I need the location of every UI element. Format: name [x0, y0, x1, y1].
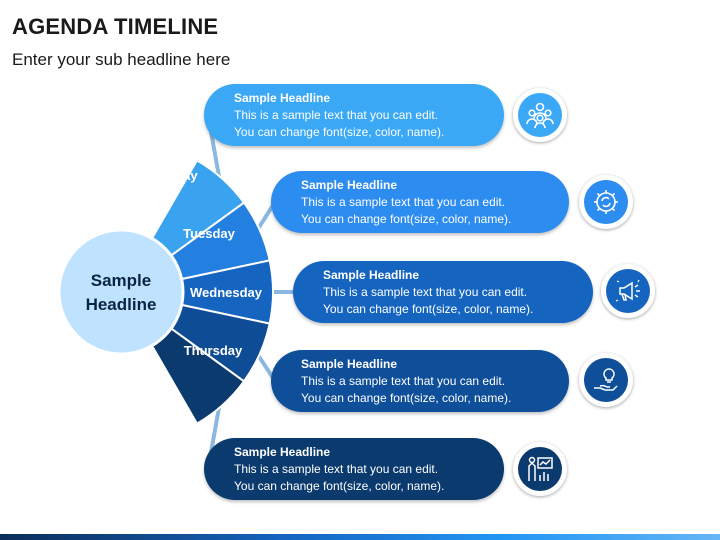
bottom-gradient-bar: [0, 534, 720, 540]
agenda-card-3: Sample Headline This is a sample text th…: [293, 261, 593, 323]
day-labels: Monday Tuesday Wednesday Thursday Friday: [146, 168, 262, 413]
team-icon: [518, 93, 562, 137]
day-label-friday: Friday: [146, 398, 186, 413]
day-label-thursday: Thursday: [184, 343, 243, 358]
icon-badge-4: [579, 353, 633, 407]
icon-badge-3: [601, 264, 655, 318]
megaphone-icon: [606, 269, 650, 313]
card-text-line1: This is a sample text that you can edit.: [234, 462, 439, 476]
card-text-line1: This is a sample text that you can edit.: [323, 285, 528, 299]
card-text-line1: This is a sample text that you can edit.: [301, 195, 506, 209]
card-text-line2: You can change font(size, color, name).: [301, 391, 512, 405]
card-text-line1: This is a sample text that you can edit.: [301, 374, 506, 388]
presentation-icon: [518, 447, 562, 491]
day-label-tuesday: Tuesday: [183, 226, 236, 241]
icon-badge-5: [513, 442, 567, 496]
page-subtitle: Enter your sub headline here: [12, 50, 231, 69]
card-text-line2: You can change font(size, color, name).: [301, 212, 512, 226]
card-headline: Sample Headline: [301, 357, 398, 371]
icon-badge-2: [579, 175, 633, 229]
day-label-monday: Monday: [148, 168, 198, 183]
agenda-card-1: Sample Headline This is a sample text th…: [204, 84, 504, 146]
agenda-card-4: Sample Headline This is a sample text th…: [271, 350, 569, 412]
card-headline: Sample Headline: [234, 445, 331, 459]
gear-icon: [584, 180, 628, 224]
lightbulb-hand-icon: [584, 358, 628, 402]
center-circle: [57, 228, 185, 356]
card-headline: Sample Headline: [323, 268, 420, 282]
card-headline: Sample Headline: [301, 178, 398, 192]
card-text-line2: You can change font(size, color, name).: [234, 125, 445, 139]
card-text-line1: This is a sample text that you can edit.: [234, 108, 439, 122]
card-headline: Sample Headline: [234, 91, 331, 105]
card-text-line2: You can change font(size, color, name).: [234, 479, 445, 493]
day-label-wednesday: Wednesday: [190, 285, 263, 300]
center-label-line1: Sample: [91, 271, 151, 290]
card-text-line2: You can change font(size, color, name).: [323, 302, 534, 316]
agenda-card-5: Sample Headline This is a sample text th…: [204, 438, 504, 500]
center-label-line2: Headline: [86, 295, 157, 314]
page-title: AGENDA TIMELINE: [12, 14, 219, 39]
icon-badge-1: [513, 88, 567, 142]
agenda-card-2: Sample Headline This is a sample text th…: [271, 171, 569, 233]
